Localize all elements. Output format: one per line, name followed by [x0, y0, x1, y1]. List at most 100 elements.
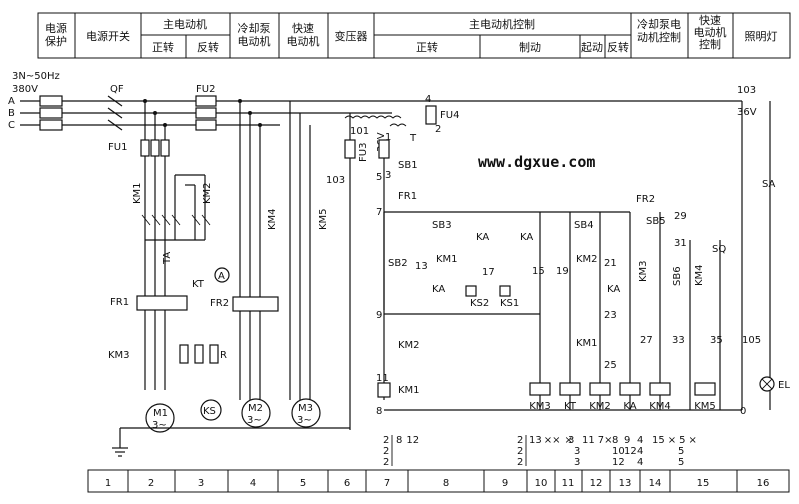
node-103-a: 103 [326, 175, 345, 186]
label-FR1-ctrl: FR1 [398, 191, 417, 202]
phase-A-label: A [8, 96, 15, 107]
label-FR2: FR2 [210, 298, 229, 309]
xref-km5: 15×5× [652, 435, 697, 446]
footer-cell-14: 14 [649, 478, 662, 489]
footer-cell-4: 4 [250, 478, 256, 489]
node-103-b: 103 [737, 85, 756, 96]
supply-voltage: 380V [12, 84, 38, 95]
header-main-reverse: 反转 [197, 40, 219, 54]
node-21: 21 [604, 258, 617, 269]
label-SB2: SB2 [388, 258, 408, 269]
label-KS2: KS2 [470, 298, 489, 309]
node-1: 1 [385, 132, 391, 143]
label-T: T [409, 133, 417, 144]
label-KA-2: KA [476, 232, 489, 243]
node-15: 15 [532, 266, 545, 277]
label-SB6: SB6 [672, 266, 683, 286]
footer-cell-15: 15 [697, 478, 710, 489]
aux-motors: KM4 FR2 M2 3~ KM5 M3 3~ [112, 101, 350, 457]
label-SQ: SQ [712, 244, 726, 255]
header-main-motor: 主电动机 [163, 17, 207, 31]
label-KM4-aux: KM4 [694, 264, 705, 286]
node-23: 23 [604, 310, 617, 321]
label-M1-phase: 3~ [152, 420, 167, 431]
node-33: 33 [672, 335, 685, 346]
label-EL: EL [778, 380, 790, 391]
phase-B-label: B [8, 108, 15, 119]
header-power-protect: 电源保护 [45, 21, 67, 48]
label-KM1-nc: KM1 [576, 338, 598, 349]
label-KM4: KM4 [267, 208, 278, 230]
watermark-url: www.dgxue.com [478, 153, 595, 171]
label-KM2-nc: KM2 [398, 340, 420, 351]
header-power-switch: 电源开关 [86, 29, 130, 43]
header-lighting: 照明灯 [745, 30, 778, 43]
label-KM2: KM2 [202, 182, 213, 204]
label-KM1-coil: KM1 [398, 385, 420, 396]
footer-cell-12: 12 [590, 478, 603, 489]
label-R: R [220, 350, 227, 361]
footer-cell-9: 9 [502, 478, 508, 489]
label-KM3-aux: KM3 [638, 260, 649, 282]
label-SB3: SB3 [432, 220, 452, 231]
header-ctrl-forward: 正转 [416, 40, 438, 54]
header-ctrl-reverse: 反转 [607, 40, 629, 54]
label-ammeter: A [218, 271, 225, 282]
label-QF: QF [110, 84, 124, 95]
header-rapid-motor: 快速电动机 [287, 22, 320, 48]
label-SA: SA [762, 179, 776, 190]
label-KM2-ctrl: KM2 [576, 254, 598, 265]
coil-label-km2-2: KM2 [589, 401, 611, 412]
node-8: 8 [376, 406, 382, 417]
label-SB5: SB5 [646, 216, 666, 227]
node-5: 5 [376, 172, 382, 183]
label-FR2-ctrl: FR2 [636, 194, 655, 205]
phase-C-label: C [8, 120, 15, 131]
label-M2-phase: 3~ [247, 415, 262, 426]
node-35: 35 [710, 335, 723, 346]
footer-cell-1: 1 [105, 478, 111, 489]
label-TA: TA [162, 252, 173, 265]
coil-label-km4-4: KM4 [649, 401, 671, 412]
footer-cell-16: 16 [757, 478, 770, 489]
footer-cell-5: 5 [300, 478, 306, 489]
header-table: 电源保护 电源开关 主电动机 正转 反转 冷却泵电动机 快速电动机 变压器 主电… [37, 12, 791, 59]
coil-label-kt-1: KT [564, 401, 577, 412]
header-ctrl-brake: 制动 [519, 41, 541, 54]
coil-box-km4-4 [649, 382, 671, 396]
node-31: 31 [674, 238, 687, 249]
lighting-circuit: 103 36V SA 105 EL 0 [737, 85, 790, 417]
label-FU3: FU3 [358, 143, 369, 162]
header-ctrl-start: 起动 [581, 41, 603, 54]
label-KM1-ctrl: KM1 [436, 254, 458, 265]
coil-label-ka-3: KA [623, 401, 636, 412]
label-KT: KT [192, 279, 205, 290]
label-KA-3: KA [520, 232, 533, 243]
header-main-forward: 正转 [152, 40, 174, 54]
header-transformer: 变压器 [335, 29, 368, 43]
label-SB4: SB4 [574, 220, 594, 231]
footer-cell-10: 10 [535, 478, 548, 489]
label-M3: M3 [298, 403, 313, 414]
node-9: 9 [376, 310, 382, 321]
node-101: 101 [350, 126, 369, 137]
header-main-control: 主电动机控制 [469, 17, 535, 31]
coil-box-km2-2 [589, 382, 611, 396]
coil-box-km5-5 [694, 382, 716, 396]
control-circuit: SB1 5 FR1 7 SB2 SB3 KM1 13 KA KA KA 17 1… [376, 158, 742, 417]
supply-frequency: 3N~50Hz [12, 71, 60, 82]
footer-cell-8: 8 [443, 478, 449, 489]
node-4: 4 [425, 94, 431, 105]
label-KM3: KM3 [108, 350, 130, 361]
label-KM5: KM5 [318, 208, 329, 230]
